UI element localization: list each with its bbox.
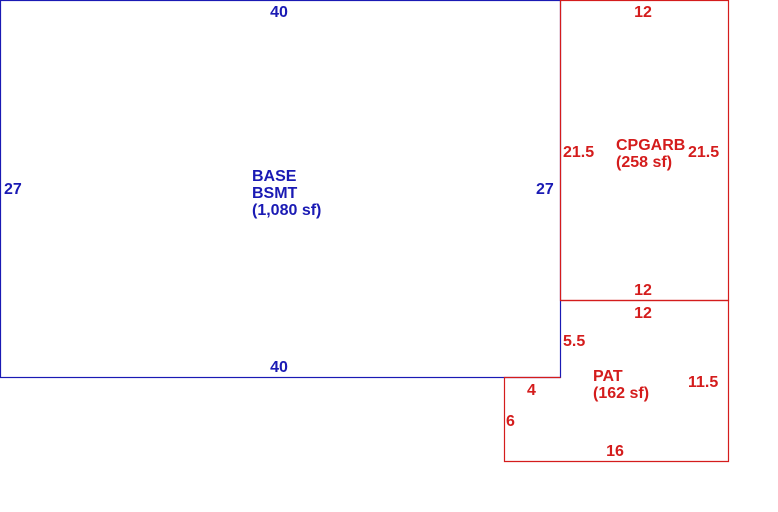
pat-area: (162 sf)	[593, 385, 649, 402]
cpgarb-dim-top: 12	[634, 4, 652, 21]
base-name-line2: BSMT	[252, 185, 298, 202]
pat-dim-step: 4	[527, 382, 536, 399]
base-name-line1: BASE	[252, 168, 297, 185]
pat-dim-left-upper: 5.5	[563, 333, 585, 350]
cpgarb-dim-right: 21.5	[688, 144, 719, 161]
base-dim-left: 27	[4, 181, 22, 198]
pat-dim-right: 11.5	[688, 374, 718, 391]
pat-outline	[503, 299, 730, 463]
base-dim-top: 40	[270, 4, 288, 21]
cpgarb-name: CPGARB	[616, 137, 685, 154]
base-dim-bottom: 40	[270, 359, 288, 376]
pat-dim-bottom: 16	[606, 443, 624, 460]
pat-name: PAT	[593, 368, 623, 385]
base-dim-right: 27	[536, 181, 554, 198]
cpgarb-dim-left: 21.5	[563, 144, 594, 161]
cpgarb-area: (258 sf)	[616, 154, 672, 171]
pat-dim-left-lower: 6	[506, 413, 515, 430]
base-area: (1,080 sf)	[252, 202, 321, 219]
pat-dim-top: 12	[634, 305, 652, 322]
cpgarb-dim-bottom: 12	[634, 282, 652, 299]
